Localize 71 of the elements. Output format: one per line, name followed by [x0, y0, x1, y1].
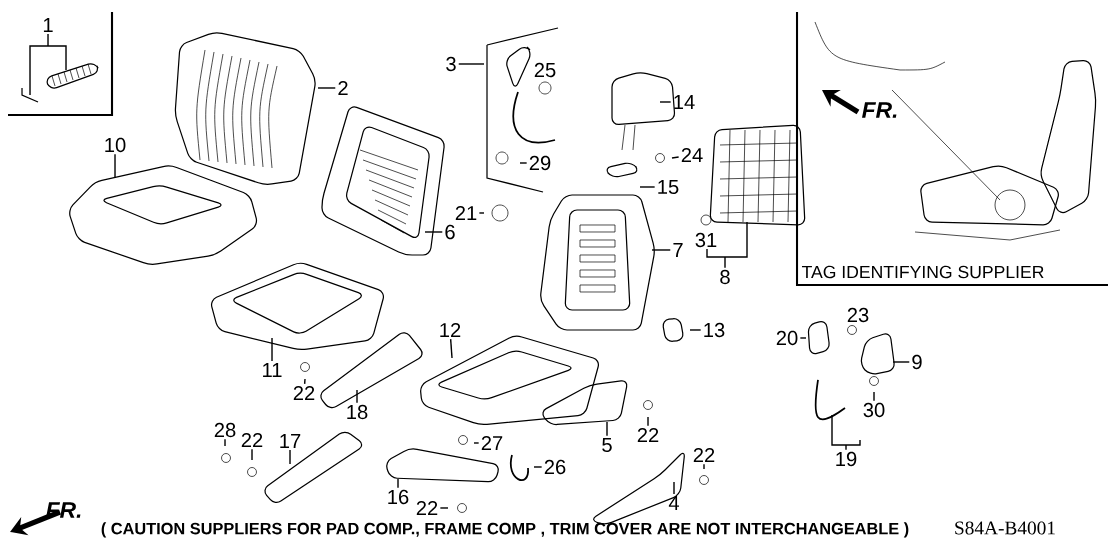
leader-line [224, 438, 226, 447]
callout-number: 21 [455, 205, 477, 221]
leader-line [439, 507, 449, 509]
leader-line [831, 414, 861, 451]
leader-line [519, 162, 528, 164]
callout-number: 31 [695, 232, 717, 248]
leader-line [397, 478, 399, 489]
callout-number: 29 [529, 155, 551, 171]
leader-line [29, 33, 67, 96]
leader-line [689, 329, 702, 331]
leader-line [639, 186, 656, 188]
leader-line [317, 87, 336, 89]
callout-number: 11 [263, 363, 282, 377]
callout-number: 10 [105, 137, 126, 153]
leader-line [114, 153, 116, 179]
callout-number: 27 [481, 435, 503, 451]
callout-number: 4 [668, 496, 679, 510]
callout-number: 19 [836, 451, 857, 467]
callout-number: 22 [637, 427, 659, 443]
callout-number: 20 [776, 330, 798, 346]
callout-number: 5 [602, 437, 612, 453]
callout-number: 22 [416, 500, 438, 516]
leader-line [289, 449, 291, 465]
callout-number: 22 [293, 385, 315, 401]
leader-line [873, 391, 875, 402]
leader-line [458, 63, 485, 65]
leader-line [478, 212, 485, 214]
callout-number: 17 [280, 434, 301, 448]
inset-caption: TAG IDENTIFYING SUPPLIER [802, 265, 1044, 279]
callout-number: 7 [673, 243, 683, 257]
callout-number: 24 [681, 147, 703, 163]
callout-number: 2 [338, 80, 348, 96]
callout-number: 15 [658, 179, 679, 195]
leader-line [703, 463, 705, 470]
leader-line [473, 442, 480, 444]
callout-number: 1 [43, 18, 53, 32]
callout-number: 6 [445, 224, 455, 240]
leader-line [647, 416, 649, 427]
leader-line [449, 338, 453, 359]
callout-number: 14 [674, 95, 695, 109]
callout-number: 30 [863, 402, 885, 418]
diagram-code: S84A-B4001 [955, 521, 1055, 535]
leader-line [706, 221, 748, 269]
callout-number: 12 [440, 322, 461, 338]
callout-number: 8 [720, 269, 730, 285]
leader-line [533, 466, 543, 468]
callout-number: 18 [347, 404, 368, 420]
callout-number: 26 [544, 459, 566, 475]
leader-line [659, 101, 672, 103]
callout-number: 16 [388, 489, 409, 505]
callout-number: 22 [693, 447, 715, 463]
leader-line [606, 421, 608, 437]
callout-number: 25 [534, 62, 556, 78]
callout-number: 22 [241, 432, 263, 448]
callout-number: 3 [446, 56, 456, 72]
leader-line [673, 481, 675, 495]
leader-line [892, 361, 910, 363]
leader-line [799, 337, 807, 339]
callout-number: 9 [912, 354, 922, 370]
callout-number: 28 [214, 422, 236, 438]
leader-line [271, 337, 273, 362]
leader-line [251, 448, 253, 461]
caution-note: ( CAUTION SUPPLIERS FOR PAD COMP., FRAME COMP , TRIM COVER ARE NOT INTERCHANGEABLE ) [101, 522, 909, 538]
direction-label: FR. [862, 102, 897, 118]
leader-line [424, 231, 443, 233]
callout-number: 13 [704, 322, 725, 338]
leader-line [651, 249, 671, 251]
leader-line [303, 378, 306, 385]
callout-number: 23 [847, 307, 869, 323]
leader-line [671, 156, 680, 159]
leader-line [356, 389, 358, 404]
